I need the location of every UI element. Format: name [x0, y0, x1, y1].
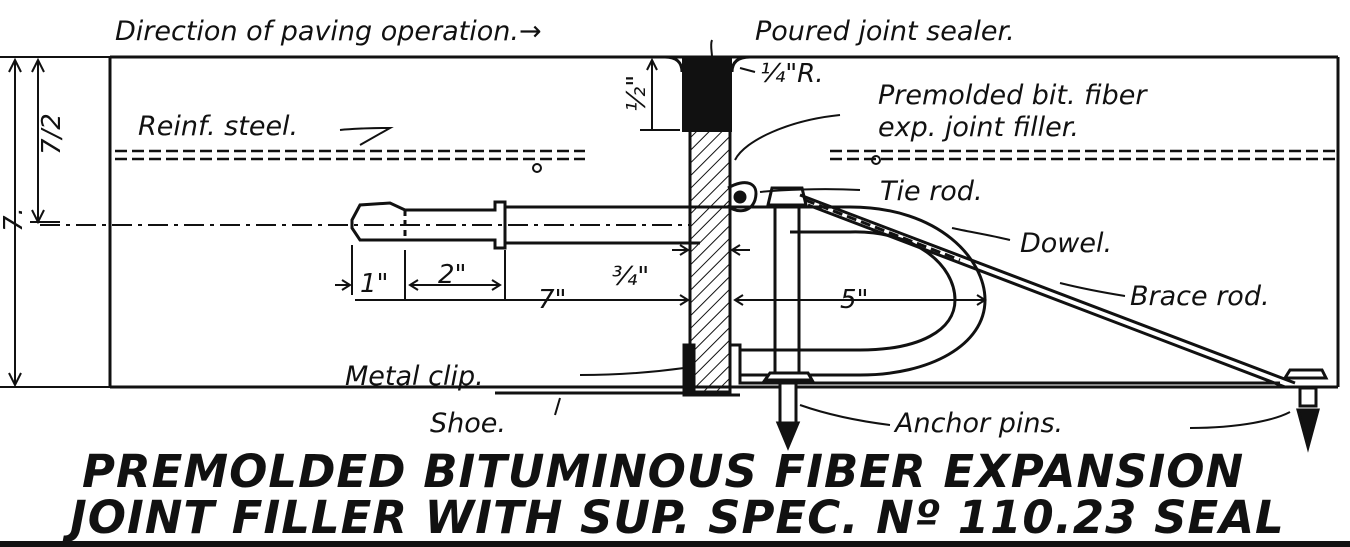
dimension-lines: [335, 57, 987, 306]
anchor-pin-right: [1282, 368, 1329, 453]
joint-filler: [688, 128, 732, 394]
steel-chair-left: [532, 163, 542, 173]
sealer-radius-right: [730, 55, 751, 73]
reinforcing-steel: [115, 149, 1338, 161]
radius-label: ¼"R.: [760, 59, 824, 89]
title-line2: JOINT FILLER WITH SUP. SPEC. Nº 110.23 S…: [62, 491, 1285, 544]
dowel-label: Dowel.: [1020, 228, 1112, 259]
filler-label-line1: Premolded bit. fiber: [878, 80, 1148, 111]
depth-dimension: [8, 57, 60, 388]
half-depth-dim: 7/2: [37, 113, 67, 155]
metal-clip-label: Metal clip.: [345, 361, 484, 392]
anchor-pins-label: Anchor pins.: [893, 408, 1063, 439]
metal-clip: [682, 343, 1280, 397]
leader-lines: [339, 39, 1291, 429]
reinf-steel-label: Reinf. steel.: [138, 111, 298, 142]
anchor-pin-left: [762, 371, 815, 451]
dim-1: 1": [360, 269, 389, 299]
dim-5: 5": [840, 285, 869, 315]
bottom-rule: [0, 541, 1350, 547]
sealer-radius-left: [664, 55, 684, 73]
filler-label-line2: exp. joint filler.: [878, 112, 1079, 143]
direction-label: Direction of paving operation.→: [115, 16, 542, 47]
poured-sealer-label: Poured joint sealer.: [755, 16, 1015, 47]
brace-rod-label: Brace rod.: [1130, 281, 1270, 312]
title-line1: PREMOLDED BITUMINOUS FIBER EXPANSION: [82, 445, 1244, 498]
shoe-label: Shoe.: [430, 408, 506, 439]
slab-depth-dim: 7.: [0, 207, 29, 232]
poured-sealer: [682, 57, 732, 132]
brace-rod: [799, 193, 1296, 389]
sealer-depth-dim: ½": [622, 75, 652, 112]
dim-34: ¾": [612, 262, 649, 292]
tie-rod-clip: [726, 181, 758, 213]
steel-chair-right: [871, 155, 881, 165]
tie-rod-pin: [766, 186, 808, 385]
tie-rod-label: Tie rod.: [880, 176, 983, 207]
dim-2: 2": [438, 260, 467, 290]
dim-7: 7": [538, 285, 567, 315]
